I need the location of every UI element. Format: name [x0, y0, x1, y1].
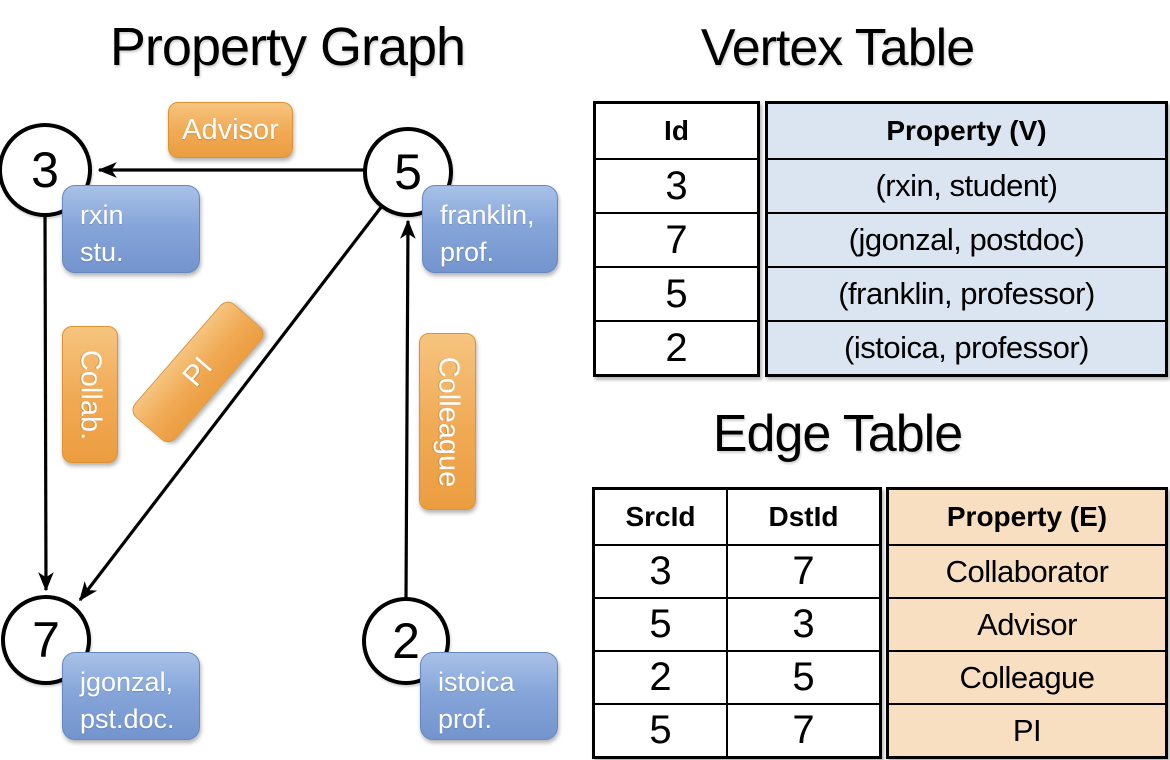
edge-row-1-dst: 3	[726, 599, 879, 650]
vertex-table-property-column: Property (V) (rxin, student) (jgonzal, p…	[765, 101, 1168, 377]
edge-table-title: Edge Table	[712, 405, 963, 463]
edge-row-3-property: PI	[889, 703, 1165, 756]
edge-label-advisor-text: Advisor	[182, 113, 279, 146]
vertex-label-franklin-line2: prof.	[440, 237, 495, 268]
edge-label-colleague: Colleague	[419, 333, 476, 510]
edge-row-3-dst: 7	[726, 705, 879, 756]
vertex-row-0-property: (rxin, student)	[768, 158, 1165, 212]
edge-row-2-property: Colleague	[889, 650, 1165, 703]
vertex-label-franklin-line1: franklin,	[440, 200, 535, 230]
vertex-row-3-property: (istoica, professor)	[768, 320, 1165, 374]
edge-arrow-3-to-7	[38, 213, 54, 592]
property-graph-title: Property Graph	[109, 17, 466, 77]
vertex-row-1-id: 7	[596, 212, 757, 266]
edge-table-header-property: Property (E)	[946, 501, 1108, 532]
vertex-table-title: Vertex Table	[700, 19, 975, 77]
vertex-row-1-property: (jgonzal, postdoc)	[768, 212, 1165, 266]
edge-label-collab: Collab.	[62, 326, 118, 463]
node-7-id: 7	[32, 612, 60, 668]
edge-label-advisor: Advisor	[168, 102, 293, 158]
edge-row-1-property: Advisor	[889, 597, 1165, 650]
vertex-label-rxin-line2: stu.	[80, 237, 124, 268]
edge-row-0-property: Collaborator	[889, 544, 1165, 597]
edge-row-3-src: 5	[649, 708, 672, 752]
edge-row-0-src: 3	[649, 549, 672, 593]
edge-table-header-srcid: SrcId	[625, 501, 696, 532]
vertex-table-header-property: Property (V)	[886, 115, 1047, 146]
vertex-label-istoica-line2: prof.	[438, 704, 493, 735]
vertex-row-2-id: 5	[596, 266, 757, 320]
vertex-label-istoica-line1: istoica	[438, 667, 515, 697]
vertex-table-id-column: Id 3 7 5 2	[593, 101, 760, 377]
graph-node-5: 5	[363, 127, 453, 217]
edge-label-collab-text: Collab.	[74, 349, 107, 440]
vertex-label-franklin: franklin, prof.	[422, 185, 558, 273]
edge-row-1-src: 5	[649, 602, 672, 646]
graph-edges-layer	[38, 162, 416, 602]
edge-row-2-dst: 5	[726, 652, 879, 703]
node-5-id: 5	[394, 144, 422, 200]
vertex-label-jgonzal-line2: pst.doc.	[80, 704, 175, 735]
edge-row-0-dst: 7	[726, 546, 879, 597]
edge-table-header-dstid: DstId	[726, 490, 879, 544]
edge-label-colleague-text: Colleague	[432, 356, 464, 487]
edge-arrow-5-to-7	[78, 205, 384, 602]
vertex-label-jgonzal-line1: jgonzal,	[80, 667, 174, 697]
vertex-label-rxin-line1: rxin	[80, 200, 124, 230]
vertex-table-header-id: Id	[664, 115, 689, 146]
vertex-label-rxin: rxin stu.	[62, 185, 200, 273]
graph-node-2: 2	[362, 597, 450, 685]
edge-table-id-columns: SrcId DstId 3 7 5 3 2 5 5 7	[592, 487, 882, 759]
edge-table-property-column: Property (E) Collaborator Advisor Collea…	[886, 487, 1168, 759]
edge-label-pi-text: PI	[176, 350, 219, 393]
edge-row-2-src: 2	[649, 655, 672, 699]
vertex-row-3-id: 2	[596, 320, 757, 374]
vertex-row-0-id: 3	[596, 158, 757, 212]
edge-arrow-2-to-5	[400, 219, 416, 600]
node-2-id: 2	[392, 613, 420, 669]
vertex-row-2-property: (franklin, professor)	[768, 266, 1165, 320]
node-3-id: 3	[31, 142, 59, 198]
vertex-label-jgonzal: jgonzal, pst.doc.	[62, 652, 200, 740]
vertex-label-istoica: istoica prof.	[420, 652, 558, 740]
